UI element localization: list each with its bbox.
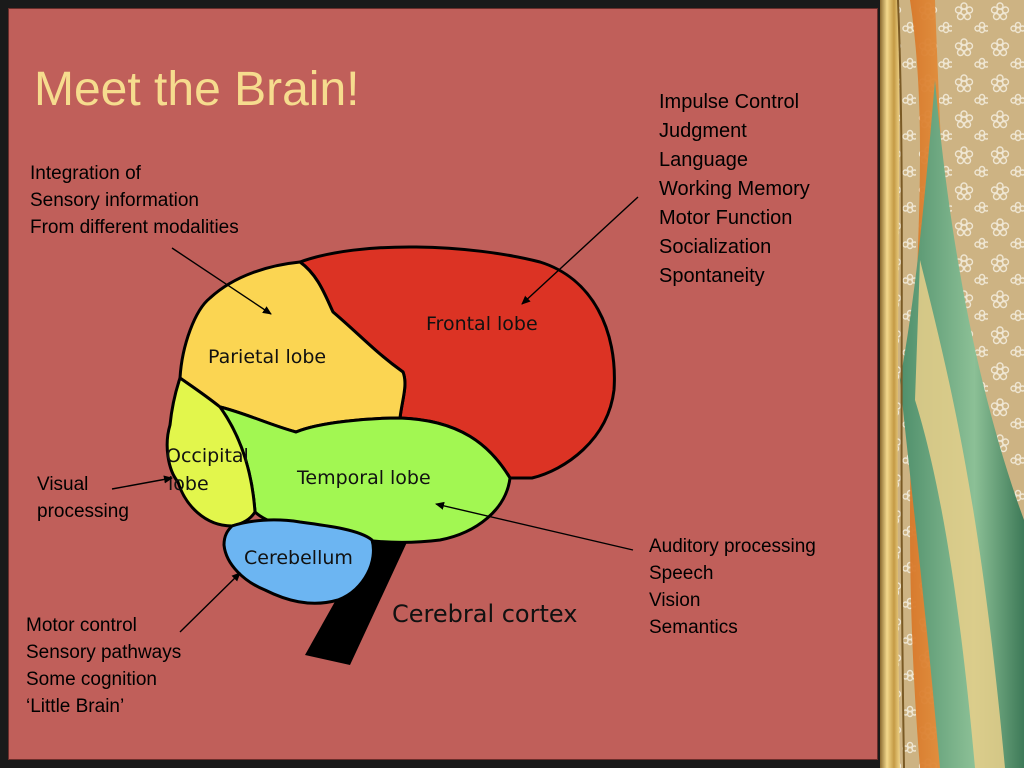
occipital-lobe-label: Occipital <box>166 445 249 467</box>
cerebellum-label: Cerebellum <box>244 547 353 569</box>
annotation-line: Motor control <box>26 615 137 636</box>
brainstem <box>305 532 408 665</box>
annotation-line: ‘Little Brain’ <box>26 696 125 717</box>
annotation-line: Semantics <box>649 617 738 638</box>
frontal-lobe-label: Frontal lobe <box>426 313 538 335</box>
occipital-arrow <box>111 475 173 490</box>
cerebellum-annotation: Motor control Sensory pathways Some cogn… <box>26 612 181 720</box>
parietal-annotation: Integration of Sensory information From … <box>30 160 239 241</box>
annotation-line: Judgment <box>659 120 747 142</box>
brain-diagram: Frontal lobe Parietal lobe Occipital lob… <box>111 196 639 665</box>
annotation-line: From different modalities <box>30 217 239 238</box>
annotation-line: Motor Function <box>659 207 793 229</box>
frontal-arrow <box>521 196 639 305</box>
temporal-arrow <box>435 501 634 551</box>
annotation-line: Spontaneity <box>659 265 765 287</box>
decorative-border <box>880 0 1024 768</box>
cerebellum-arrow <box>179 572 241 633</box>
frontal-annotation: Impulse Control Judgment Language Workin… <box>659 88 810 291</box>
cerebellum <box>222 518 375 605</box>
annotation-line: Language <box>659 149 748 171</box>
temporal-lobe-label: Temporal lobe <box>296 467 431 489</box>
annotation-line: Auditory processing <box>649 536 816 557</box>
annotation-line: Integration of <box>30 163 141 184</box>
slide-title: Meet the Brain! <box>34 63 360 116</box>
occipital-annotation: Visual processing <box>37 471 129 525</box>
parietal-lobe-label: Parietal lobe <box>208 346 326 368</box>
annotation-line: Vision <box>649 590 701 611</box>
temporal-annotation: Auditory processing Speech Vision Semant… <box>649 533 816 641</box>
annotation-line: Visual <box>37 474 89 495</box>
parietal-arrow <box>171 247 272 315</box>
annotation-line: Socialization <box>659 236 772 258</box>
annotation-line: Sensory pathways <box>26 642 182 663</box>
cerebral-cortex-label: Cerebral cortex <box>392 600 577 628</box>
annotation-line: Some cognition <box>26 669 157 690</box>
annotation-line: Speech <box>649 563 714 584</box>
annotation-line: Impulse Control <box>659 91 800 113</box>
occipital-lobe-label-line2: lobe <box>168 473 209 495</box>
annotation-line: processing <box>37 501 129 522</box>
annotation-line: Working Memory <box>659 178 810 200</box>
annotation-line: Sensory information <box>30 190 199 211</box>
